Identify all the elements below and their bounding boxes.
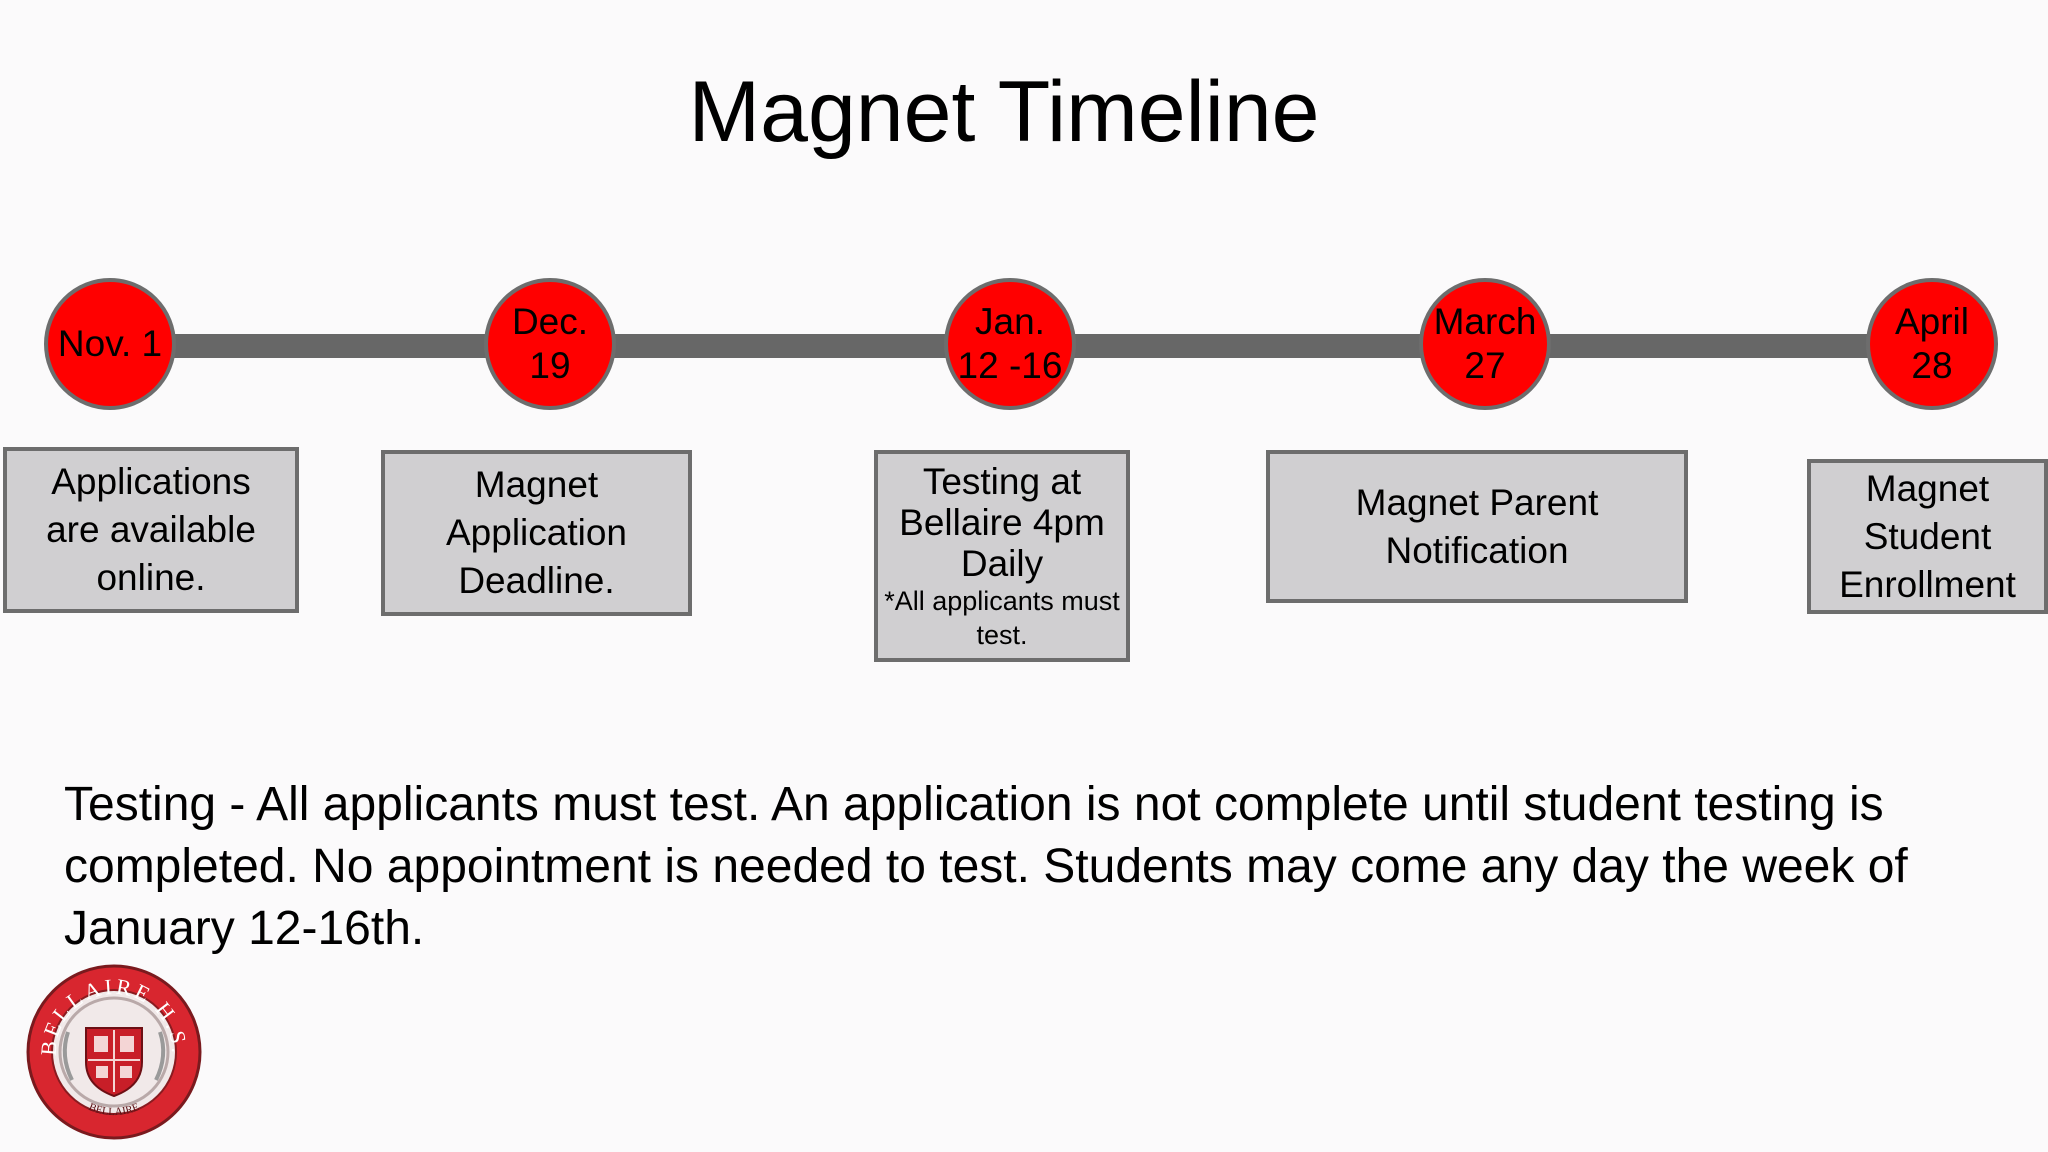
timeline-node-jan-12-16: Jan. 12 -16 bbox=[944, 278, 1076, 410]
timeline-event-box: Magnet Student Enrollment bbox=[1807, 459, 2048, 614]
timeline-node-april-28: April 28 bbox=[1866, 278, 1998, 410]
testing-info-text: Testing - All applicants must test. An a… bbox=[64, 778, 1908, 955]
timeline-event-note: *All applicants must test. bbox=[884, 585, 1120, 650]
timeline-event-box: Applications are available online. bbox=[3, 447, 299, 613]
school-seal-logo: BELLAIRE H.S. BELLAIRE bbox=[26, 964, 202, 1140]
timeline-event-label: Testing at Bellaire 4pm Daily bbox=[899, 460, 1105, 584]
timeline-event-box: Magnet Parent Notification bbox=[1266, 450, 1688, 603]
timeline-node-dec-19: Dec. 19 bbox=[484, 278, 616, 410]
timeline-node-nov-1: Nov. 1 bbox=[44, 278, 176, 410]
timeline-event-label: Applications are available online. bbox=[46, 461, 256, 598]
timeline-event-box: Magnet Application Deadline. bbox=[381, 450, 692, 616]
timeline-event-label: Magnet Parent Notification bbox=[1355, 481, 1599, 571]
svg-text:BELLAIRE: BELLAIRE bbox=[87, 1101, 141, 1118]
timeline-event-label: Magnet Student Enrollment bbox=[1839, 467, 2016, 605]
timeline-event-label: Magnet Application Deadline. bbox=[445, 464, 627, 601]
timeline-node-march-27: March 27 bbox=[1419, 278, 1551, 410]
timeline-event-box: Testing at Bellaire 4pm Daily *All appli… bbox=[874, 450, 1130, 662]
page-title: Magnet Timeline bbox=[688, 64, 1320, 160]
